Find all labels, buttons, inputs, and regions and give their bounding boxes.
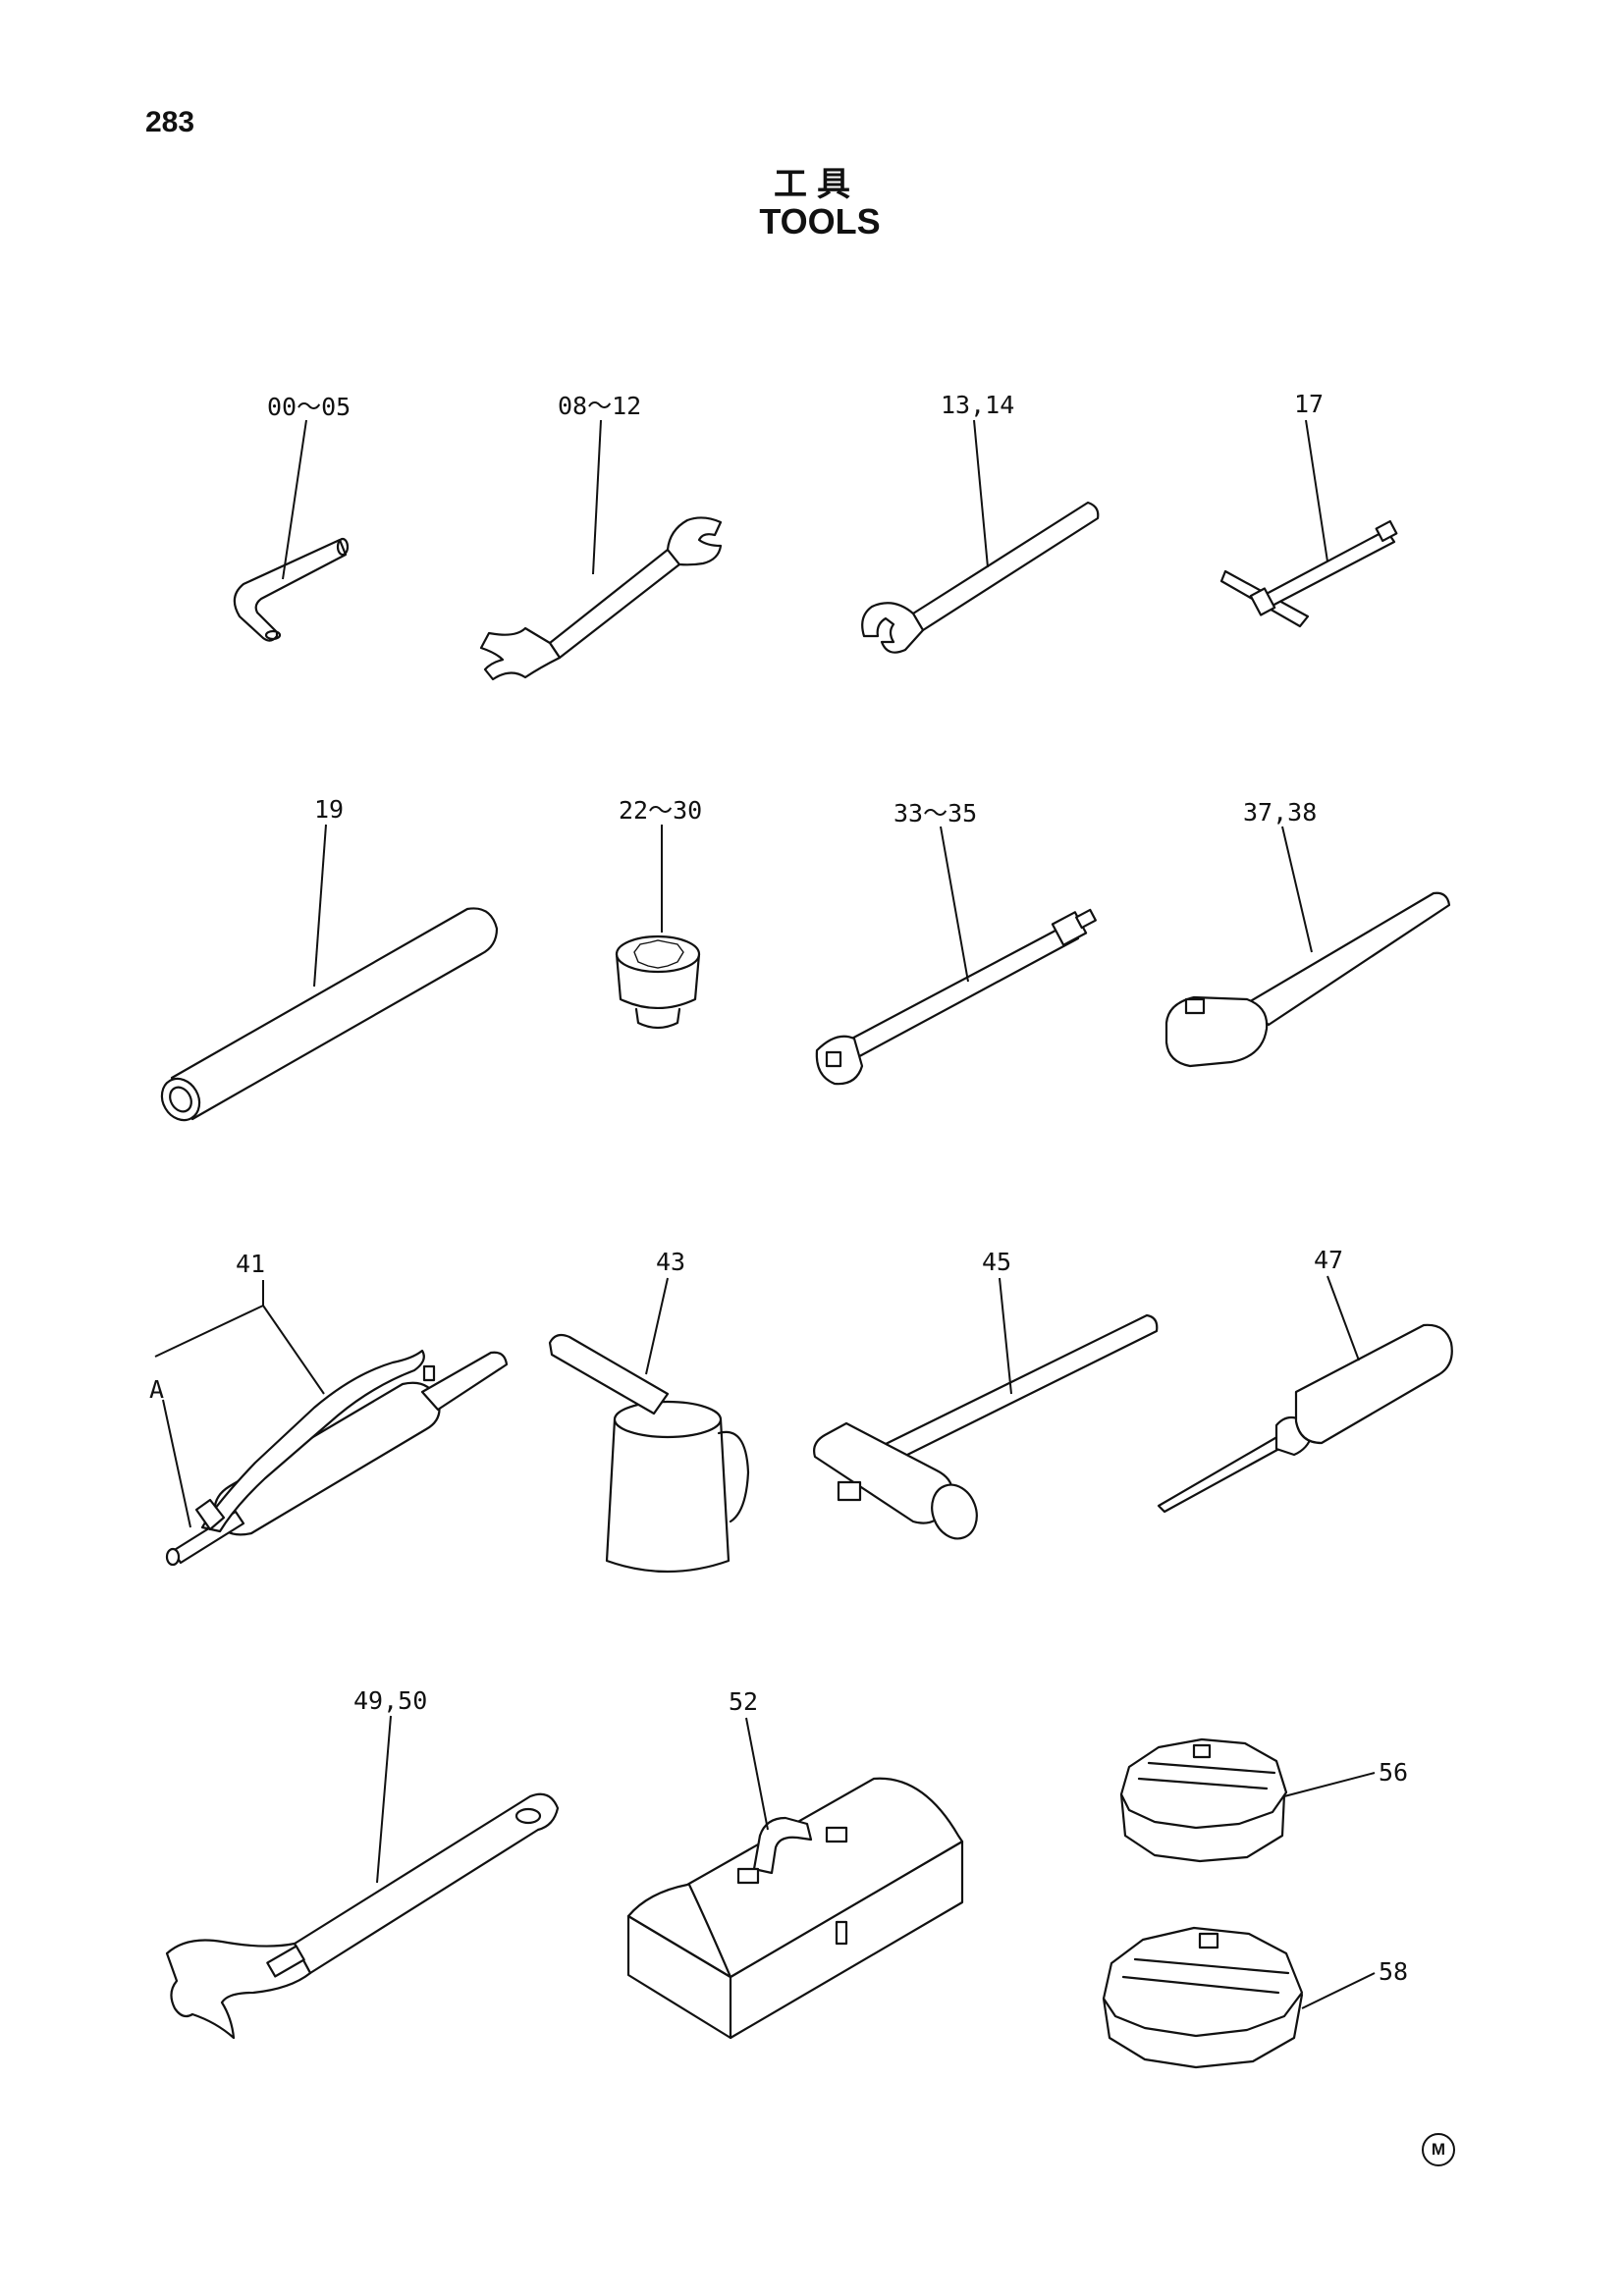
callout-label-screwdriver: 47 <box>1314 1246 1343 1274</box>
adjustable-wrench-drawing <box>165 1792 560 2040</box>
page-title-japanese: 工具 <box>774 165 860 204</box>
filter-wrench-58-drawing <box>1102 1926 1304 2069</box>
callout-label-hammer: 45 <box>982 1248 1011 1276</box>
callout-label-hex-key: 00～05 <box>267 393 351 421</box>
socket-drawing <box>615 934 701 1030</box>
page-number: 283 <box>145 106 195 138</box>
t-wrench-drawing <box>1219 519 1398 628</box>
registered-mark: M <box>1422 2133 1455 2166</box>
callout-label-t-wrench: 17 <box>1294 390 1324 418</box>
leader-line <box>313 824 327 988</box>
leader-line <box>154 1305 264 1358</box>
hex-key-drawing <box>233 537 350 642</box>
leader-line <box>745 1717 769 1831</box>
leader-line <box>376 1715 392 1884</box>
filter-wrench-56-drawing <box>1119 1737 1288 1863</box>
leader-line <box>1283 1772 1376 1797</box>
extension-drawing <box>815 908 1097 1086</box>
hammer-drawing <box>813 1313 1159 1540</box>
leader-line <box>162 1399 191 1528</box>
callout-label-socket: 22～30 <box>619 796 702 825</box>
grease-gun-drawing <box>165 1349 509 1567</box>
leader-line <box>1326 1275 1360 1362</box>
open-wrench-drawing <box>479 516 723 681</box>
leader-line <box>592 419 602 575</box>
leader-line <box>262 1305 325 1395</box>
bar-drawing <box>160 907 499 1122</box>
leader-line <box>940 826 969 983</box>
leader-line <box>999 1277 1012 1395</box>
leader-line <box>282 419 307 580</box>
leader-line <box>973 419 989 568</box>
leader-line <box>1305 419 1328 562</box>
callout-label-grease-gun-a: A <box>149 1375 164 1404</box>
leader-line <box>645 1277 669 1375</box>
callout-label-ratchet: 37,38 <box>1243 798 1317 827</box>
callout-label-filter-wrench-56: 56 <box>1379 1758 1408 1787</box>
callout-label-grease-gun: 41 <box>236 1250 265 1278</box>
callout-label-filter-wrench-58: 58 <box>1379 1957 1408 1986</box>
tool-box-drawing <box>626 1777 964 2040</box>
leader-line <box>1301 1972 1376 2009</box>
callout-label-extension: 33～35 <box>893 799 977 828</box>
oil-can-drawing <box>548 1333 750 1574</box>
callout-label-striking-wrench: 13,14 <box>941 391 1014 419</box>
leader-line <box>1281 826 1313 953</box>
callout-label-bar: 19 <box>314 795 344 824</box>
ratchet-drawing <box>1164 891 1451 1068</box>
callout-label-open-wrench: 08～12 <box>558 392 641 420</box>
page-title: TOOLS <box>759 201 881 241</box>
callout-label-tool-box: 52 <box>729 1687 758 1716</box>
callout-label-adjustable-wrench: 49,50 <box>353 1686 427 1715</box>
screwdriver-drawing <box>1157 1323 1453 1514</box>
callout-label-oil-can: 43 <box>656 1248 685 1276</box>
striking-wrench-drawing <box>861 501 1100 654</box>
